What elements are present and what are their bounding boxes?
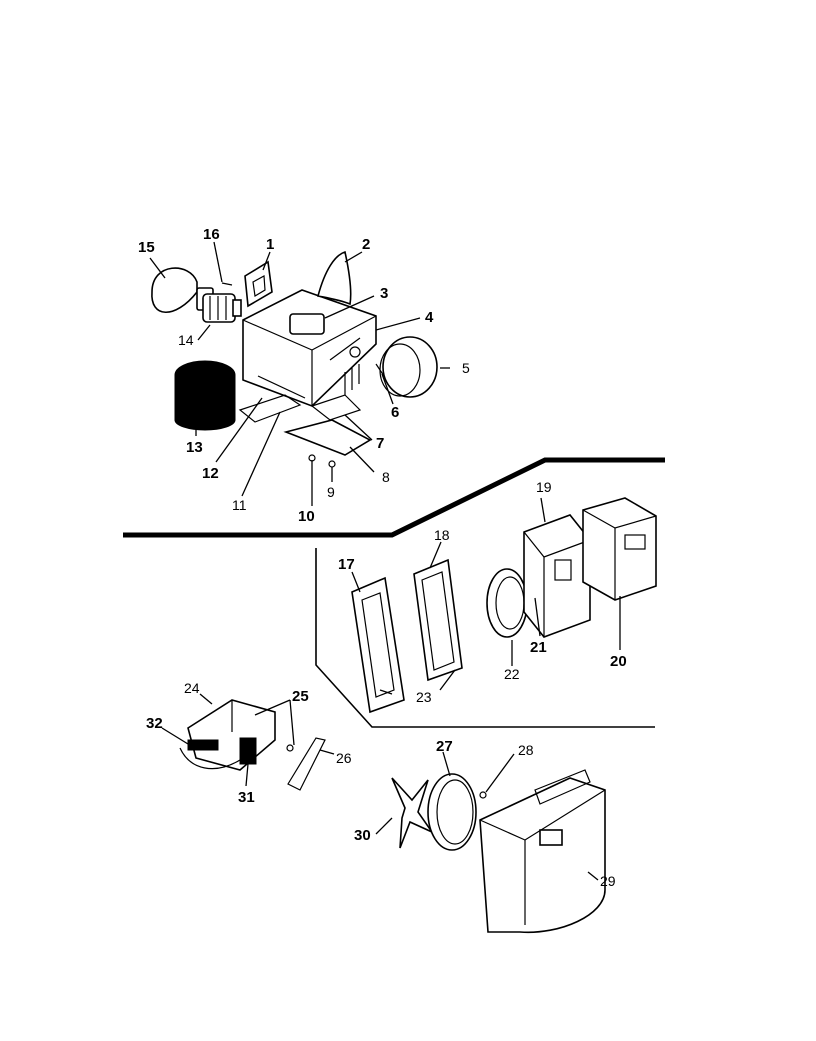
callout-10: 10 (298, 508, 315, 525)
motor-illustration (174, 360, 236, 431)
callout-17: 17 (338, 556, 355, 573)
harness-illustration (317, 250, 352, 306)
switch-illustration (289, 313, 325, 335)
callout-19: 19 (536, 479, 552, 495)
frame-17-illustration (351, 576, 405, 714)
callout-24: 24 (184, 680, 200, 696)
callout-7: 7 (376, 435, 384, 452)
callout-1: 1 (266, 236, 274, 253)
callout-27: 27 (436, 738, 453, 755)
motor-31-illustration (239, 737, 257, 765)
fan-blade-illustration (391, 777, 435, 849)
screw-16-illustration (221, 282, 233, 286)
callout-25: 25 (292, 688, 309, 705)
callout-labels: 15 16 1 2 3 4 5 6 7 8 9 10 11 12 13 14 1… (138, 226, 627, 889)
callout-14: 14 (178, 332, 194, 348)
cover-20-illustration (582, 497, 657, 601)
callout-5: 5 (462, 360, 470, 376)
cover-plate-illustration (283, 419, 372, 456)
callout-8: 8 (382, 469, 390, 485)
leader-lines (149, 241, 621, 881)
callout-29: 29 (600, 873, 616, 889)
middle-assembly (351, 497, 657, 714)
lower-right-assembly (391, 769, 606, 934)
callout-6: 6 (391, 404, 399, 421)
cover-29-illustration (479, 769, 606, 934)
divider-thin-line (315, 548, 655, 728)
duct-18-illustration (413, 558, 463, 682)
lens-illustration (379, 336, 438, 398)
callout-15: 15 (138, 239, 155, 256)
callout-13: 13 (186, 439, 203, 456)
lower-left-assembly (179, 699, 326, 791)
housing-illustration (242, 289, 377, 407)
box-19-illustration (523, 514, 591, 638)
bracket-1-illustration (244, 260, 273, 308)
connector-32-illustration (187, 739, 219, 751)
callout-2: 2 (362, 236, 370, 253)
callout-23: 23 (416, 689, 432, 705)
callout-4: 4 (425, 309, 434, 326)
screw-9-illustration (328, 460, 336, 468)
ring-27-illustration (427, 773, 477, 851)
plate-12-illustration (238, 394, 302, 423)
callout-26: 26 (336, 750, 352, 766)
callout-3: 3 (380, 285, 388, 302)
callout-18: 18 (434, 527, 450, 543)
callout-12: 12 (202, 465, 219, 482)
socket-illustration (202, 293, 242, 323)
screw-28-illustration (479, 791, 487, 799)
callout-28: 28 (518, 742, 534, 758)
callout-30: 30 (354, 827, 371, 844)
callout-16: 16 (203, 226, 220, 243)
callout-20: 20 (610, 653, 627, 670)
callout-22: 22 (504, 666, 520, 682)
section-dividers (123, 457, 665, 728)
bracket-26-illustration (287, 737, 326, 791)
callout-31: 31 (238, 789, 255, 806)
upper-assembly (151, 250, 438, 468)
callout-9: 9 (327, 484, 335, 500)
callout-32: 32 (146, 715, 163, 732)
callout-11: 11 (232, 497, 247, 513)
callout-21: 21 (530, 639, 547, 656)
bracket-7-illustration (310, 394, 362, 421)
divider-thick-line (123, 457, 665, 538)
